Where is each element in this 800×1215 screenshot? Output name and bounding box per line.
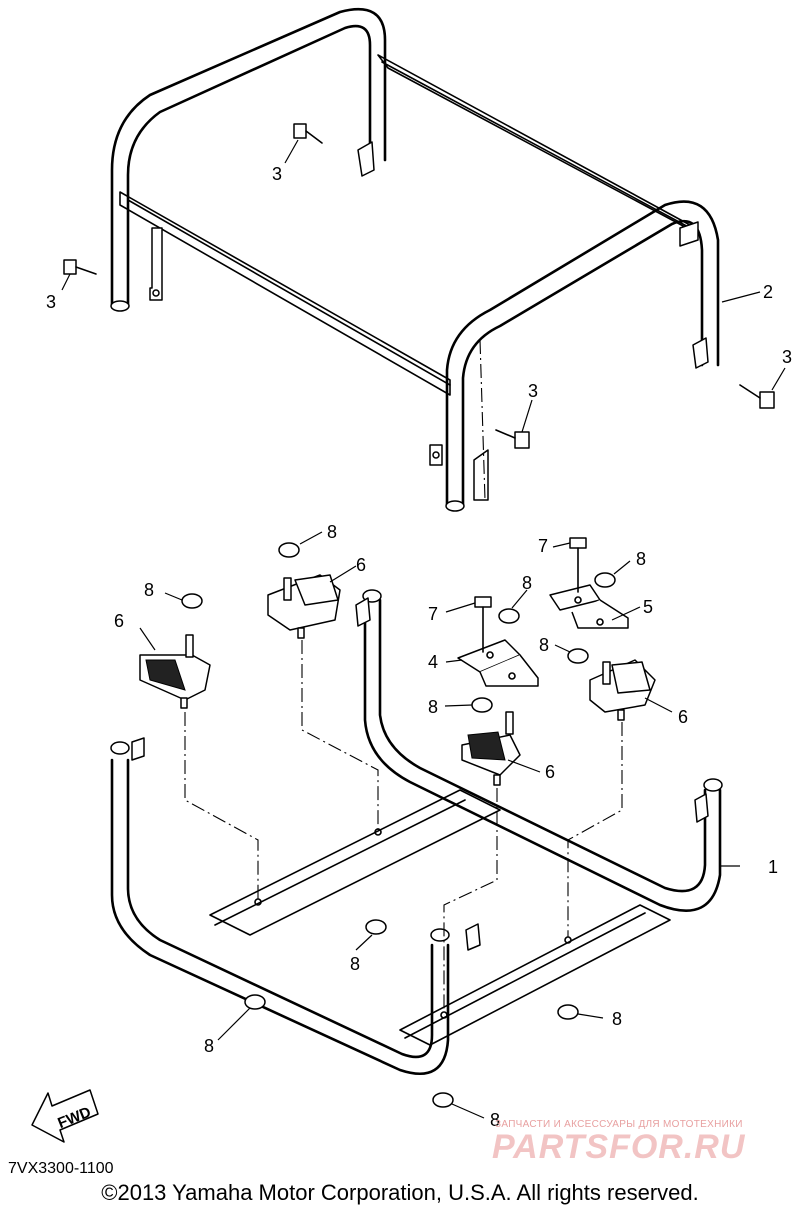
- callout-2: 2: [763, 282, 773, 302]
- callout-7: 7: [428, 604, 438, 624]
- callout-6: 6: [545, 762, 555, 782]
- bolt-part-7: [474, 537, 587, 653]
- callout-8: 8: [327, 522, 337, 542]
- callout-7: 7: [538, 536, 548, 556]
- callout-6: 6: [678, 707, 688, 727]
- callout-4: 4: [428, 652, 438, 672]
- callout-leaders: [61, 139, 786, 1119]
- callout-8: 8: [539, 635, 549, 655]
- callout-8: 8: [204, 1036, 214, 1056]
- callout-8: 8: [490, 1110, 500, 1130]
- fwd-arrow: FWD: [31, 1089, 99, 1143]
- callout-3: 3: [782, 347, 792, 367]
- callout-6: 6: [114, 611, 124, 631]
- callout-8: 8: [144, 580, 154, 600]
- callout-8: 8: [522, 573, 532, 593]
- bracket-part-4: [457, 639, 539, 687]
- bolt-part-3: [63, 123, 775, 449]
- damper-part-6: [139, 574, 656, 786]
- watermark-brand: PARTSFOR.RU: [492, 1128, 746, 1166]
- upper-frame-part-2: [110, 7, 720, 512]
- alignment-lines: [184, 339, 623, 1012]
- callout-6: 6: [356, 555, 366, 575]
- callout-1: 1: [768, 857, 778, 877]
- copyright-notice: ©2013 Yamaha Motor Corporation, U.S.A. A…: [101, 1180, 699, 1205]
- callout-5: 5: [643, 597, 653, 617]
- callout-8: 8: [350, 954, 360, 974]
- callout-3: 3: [528, 381, 538, 401]
- bracket-part-5: [549, 584, 629, 629]
- diagram-code: 7VX3300-1100: [8, 1160, 114, 1177]
- callout-8: 8: [612, 1009, 622, 1029]
- callout-8: 8: [428, 697, 438, 717]
- watermark-tagline: ЗАПЧАСТИ И АКСЕССУАРЫ ДЛЯ МОТОТЕХНИКИ: [495, 1119, 743, 1130]
- callout-8: 8: [636, 549, 646, 569]
- callout-3: 3: [272, 164, 282, 184]
- flange-nut-part-8: [181, 542, 616, 1108]
- callout-3: 3: [46, 292, 56, 312]
